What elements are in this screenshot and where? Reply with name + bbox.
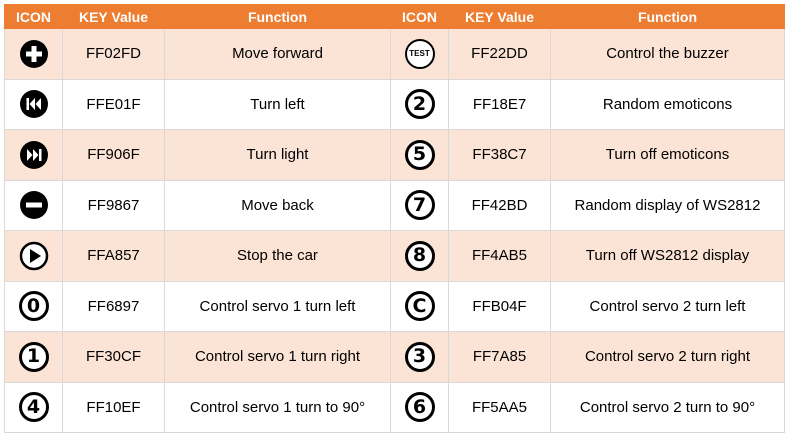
key-value: FF6897 [62,280,165,332]
table-row: FF906F Turn light 5 FF38C7 Turn off emot… [4,129,785,181]
number-8-circle-icon: 8 [404,240,435,271]
key-value: FFE01F [62,78,165,130]
function-text: Random display of WS2812 [550,179,785,231]
table-row: FF9867 Move back 7 FF42BD Random display… [4,179,785,231]
key-value: FF42BD [448,179,551,231]
header-key-left: KEY Value [62,4,165,29]
number-0-circle-icon: 0 [18,291,49,322]
icon-cell [4,129,63,181]
icon-cell: 4 [4,381,63,433]
icon-cell: 6 [390,381,449,433]
letter-c-circle-icon: C [404,291,435,322]
key-value: FF9867 [62,179,165,231]
icon-cell: 5 [390,129,449,181]
icon-cell [4,179,63,231]
number-3-circle-icon: 3 [404,341,435,372]
icon-cell: 8 [390,230,449,282]
icon-cell [4,28,63,80]
key-value: FF5AA5 [448,381,551,433]
table-row: FFE01F Turn left 2 FF18E7 Random emotico… [4,78,785,130]
function-text: Control servo 1 turn to 90° [164,381,391,433]
key-value: FF7A85 [448,331,551,383]
icon-cell: C [390,280,449,332]
number-1-circle-icon: 1 [18,341,49,372]
function-text: Move forward [164,28,391,80]
function-text: Control the buzzer [550,28,785,80]
function-text: Control servo 2 turn to 90° [550,381,785,433]
rewind-circle-icon [19,89,49,119]
ir-key-table: ICON KEY Value Function ICON KEY Value F… [4,4,785,433]
key-value: FF22DD [448,28,551,80]
number-2-circle-icon: 2 [404,89,435,120]
icon-cell [4,230,63,282]
play-circle-icon [19,241,49,271]
icon-cell: TEST [390,28,449,80]
header-function-right: Function [550,4,785,29]
function-text: Turn off WS2812 display [550,230,785,282]
function-text: Control servo 2 turn left [550,280,785,332]
function-text: Control servo 1 turn left [164,280,391,332]
header-function-left: Function [164,4,391,29]
function-text: Control servo 1 turn right [164,331,391,383]
function-text: Random emoticons [550,78,785,130]
table-row: 0 FF6897 Control servo 1 turn left C FFB… [4,280,785,332]
icon-cell: 1 [4,331,63,383]
minus-circle-icon [19,190,49,220]
function-text: Stop the car [164,230,391,282]
key-value: FFB04F [448,280,551,332]
plus-circle-icon [19,39,49,69]
number-4-circle-icon: 4 [18,392,49,423]
number-6-circle-icon: 6 [404,392,435,423]
function-text: Move back [164,179,391,231]
icon-cell [4,78,63,130]
function-text: Turn off emoticons [550,129,785,181]
icon-cell: 2 [390,78,449,130]
key-value: FF906F [62,129,165,181]
table-row: FFA857 Stop the car 8 FF4AB5 Turn off WS… [4,230,785,282]
key-value: FFA857 [62,230,165,282]
key-value: FF38C7 [448,129,551,181]
header-icon-right: ICON [390,4,449,29]
function-text: Turn left [164,78,391,130]
table-row: FF02FD Move forward TEST FF22DD Control … [4,28,785,80]
header-key-right: KEY Value [448,4,551,29]
number-7-circle-icon: 7 [404,190,435,221]
key-value: FF30CF [62,331,165,383]
function-text: Control servo 2 turn right [550,331,785,383]
header-icon-left: ICON [4,4,63,29]
table-row: 1 FF30CF Control servo 1 turn right 3 FF… [4,331,785,383]
icon-cell: 3 [390,331,449,383]
icon-cell: 7 [390,179,449,231]
key-value: FF10EF [62,381,165,433]
key-value: FF4AB5 [448,230,551,282]
table-row: 4 FF10EF Control servo 1 turn to 90° 6 F… [4,381,785,433]
number-5-circle-icon: 5 [404,139,435,170]
test-circle-icon: TEST [404,38,435,69]
table-header-row: ICON KEY Value Function ICON KEY Value F… [4,4,785,29]
key-value: FF02FD [62,28,165,80]
fast-forward-circle-icon [19,140,49,170]
icon-cell: 0 [4,280,63,332]
function-text: Turn light [164,129,391,181]
key-value: FF18E7 [448,78,551,130]
